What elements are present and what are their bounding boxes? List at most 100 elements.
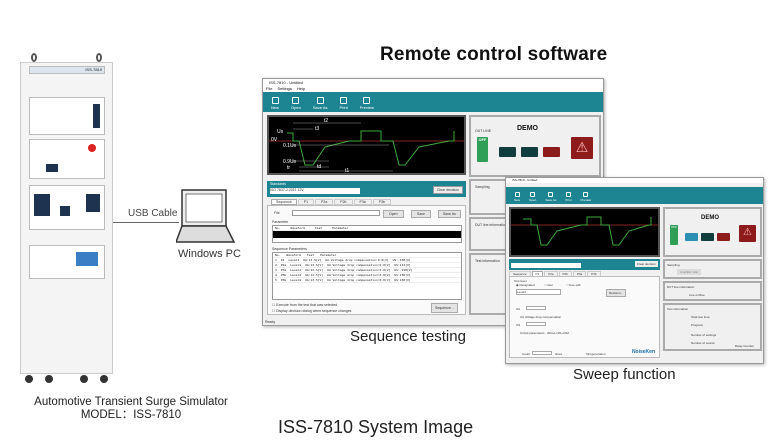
preview-button[interactable]: Preview bbox=[581, 192, 591, 204]
label-t3: t3 bbox=[315, 126, 319, 132]
p1-tab-panel: Test level ◉ Designated ○ User ○ Free ed… bbox=[509, 276, 660, 358]
count-input[interactable] bbox=[532, 351, 552, 355]
table-cell: US:-150[V] bbox=[392, 258, 411, 262]
tab-p1[interactable]: P1 bbox=[297, 199, 315, 205]
table-cell: 4 bbox=[275, 273, 277, 277]
save-as-button[interactable]: Save As bbox=[545, 192, 556, 204]
menu-file[interactable]: File bbox=[266, 86, 273, 91]
total-test-time-label: Total test time bbox=[691, 315, 710, 319]
device-model: MODEL：ISS-7810 bbox=[80, 409, 182, 421]
level-select[interactable]: Level4 bbox=[516, 289, 561, 295]
save-icon bbox=[316, 97, 324, 104]
menu-help[interactable]: Help bbox=[296, 86, 306, 91]
radio-designated[interactable]: ◉ Designated bbox=[516, 283, 535, 287]
standard-select[interactable] bbox=[511, 263, 581, 268]
caster-icon bbox=[25, 375, 33, 383]
print-button[interactable]: Print bbox=[565, 192, 572, 204]
label-01us: 0.1Us bbox=[283, 143, 297, 149]
table-cell: P2a bbox=[280, 263, 287, 267]
sweep-caption: Sweep function bbox=[573, 366, 676, 383]
print-button[interactable]: Print bbox=[340, 97, 348, 112]
file-save-as-button[interactable]: Save As bbox=[438, 210, 461, 218]
menu-settings[interactable]: Settings bbox=[277, 86, 292, 91]
rack-unit bbox=[29, 139, 105, 179]
table-cell: Level4 bbox=[290, 263, 302, 267]
pause-button[interactable] bbox=[521, 147, 538, 157]
rack-label-panel: ISS-7810 bbox=[29, 66, 105, 74]
usb-cable-label: USB Cable bbox=[128, 208, 178, 219]
sequence-button[interactable]: Sequence... bbox=[431, 303, 458, 313]
table-cell: UA:13.5[V] bbox=[305, 268, 324, 272]
output-off-toggle[interactable]: OFF bbox=[477, 137, 488, 162]
table-cell: UA:13.5[V] bbox=[303, 258, 322, 262]
label-09us: 0.9Us bbox=[283, 159, 297, 165]
table-cell: UA:13.5[V] bbox=[305, 278, 324, 282]
table-cell: P3b bbox=[280, 278, 287, 282]
open-button[interactable]: Open bbox=[529, 192, 536, 204]
execute-from-selected-checkbox[interactable]: ☐ Execute from the test that was selecte… bbox=[272, 303, 338, 307]
table-cell: Level4 bbox=[290, 273, 302, 277]
display-decision-checkbox[interactable]: ☐ Display decision dialog when sequence … bbox=[272, 309, 352, 313]
play-button[interactable] bbox=[685, 233, 698, 241]
tab-sequence[interactable]: Sequence bbox=[271, 199, 297, 205]
tab-p3b[interactable]: P3b bbox=[372, 199, 391, 205]
standard-select[interactable]: ISO 7637-2:2011 12V bbox=[270, 188, 360, 194]
tab-p3a[interactable]: P3a bbox=[353, 199, 372, 205]
output-off-toggle[interactable]: OFF bbox=[670, 225, 678, 245]
decision-button[interactable]: Decision... bbox=[606, 289, 627, 297]
usb-cable-line bbox=[113, 222, 179, 223]
radio-user[interactable]: ○ User bbox=[544, 283, 553, 287]
us-input[interactable] bbox=[526, 322, 546, 326]
table-cell: UA Voltage drop compensation:0.0[V] bbox=[327, 278, 391, 282]
amplifier-start-button[interactable]: Amplifier start bbox=[677, 269, 702, 275]
pause-button[interactable] bbox=[701, 233, 714, 241]
save-as-button[interactable]: Save As bbox=[313, 97, 328, 112]
preview-icon bbox=[583, 192, 589, 197]
tab-p2a[interactable]: P2a bbox=[315, 199, 334, 205]
table-cell: Level4 bbox=[290, 268, 302, 272]
table-cell: P3b bbox=[280, 273, 287, 277]
new-button[interactable]: New bbox=[514, 192, 520, 204]
number-of-settings-label: Number of settings bbox=[691, 333, 717, 337]
table-cell: UA:13.5[V] bbox=[305, 263, 324, 267]
line-label: Line on/free bbox=[689, 293, 705, 297]
parameter-label: Parameter bbox=[272, 220, 289, 224]
radio-free-edit[interactable]: ○ Free edit bbox=[566, 283, 581, 287]
new-button[interactable]: New bbox=[271, 97, 279, 112]
tab-p2b[interactable]: P2b bbox=[334, 199, 353, 205]
play-button[interactable] bbox=[499, 147, 516, 157]
count-label: Count bbox=[522, 352, 531, 356]
clear-decision-button[interactable]: Clear decision bbox=[432, 186, 463, 194]
stop-button[interactable] bbox=[717, 233, 730, 241]
printer-icon bbox=[565, 192, 571, 197]
open-button[interactable]: Open bbox=[291, 97, 301, 112]
ua-label: UA bbox=[516, 307, 521, 311]
clear-decision-button[interactable]: Clear decision bbox=[634, 261, 658, 267]
new-file-icon bbox=[271, 97, 279, 104]
parameter-selected-row[interactable] bbox=[273, 231, 461, 238]
table-cell: UA Voltage drop compensation:0.0[V] bbox=[327, 263, 391, 267]
preview-icon bbox=[363, 97, 371, 104]
preview-button[interactable]: Preview bbox=[360, 97, 374, 112]
stop-button[interactable] bbox=[543, 147, 560, 157]
test-level-label: Test level bbox=[514, 279, 527, 283]
file-path-input[interactable] bbox=[292, 210, 380, 216]
label-tr: tr bbox=[287, 165, 290, 171]
file-save-button[interactable]: Save bbox=[411, 210, 431, 218]
table-cell: UA Voltage drop compensation:0.0[V] bbox=[327, 268, 391, 272]
ua-input[interactable] bbox=[526, 306, 546, 310]
standards-label: Standards bbox=[270, 182, 286, 186]
file-open-button[interactable]: Open bbox=[383, 210, 404, 218]
dut-panel: DUT line information Line on/free bbox=[663, 281, 762, 301]
high-voltage-warning-icon: ⚠ bbox=[739, 225, 756, 242]
rack-unit bbox=[29, 185, 105, 230]
control-panel: OUT LINE DEMO OFF ⚠ bbox=[469, 115, 601, 177]
lift-eye-icon bbox=[96, 53, 102, 62]
relay-counter-label: Relay Counter bbox=[734, 344, 754, 348]
